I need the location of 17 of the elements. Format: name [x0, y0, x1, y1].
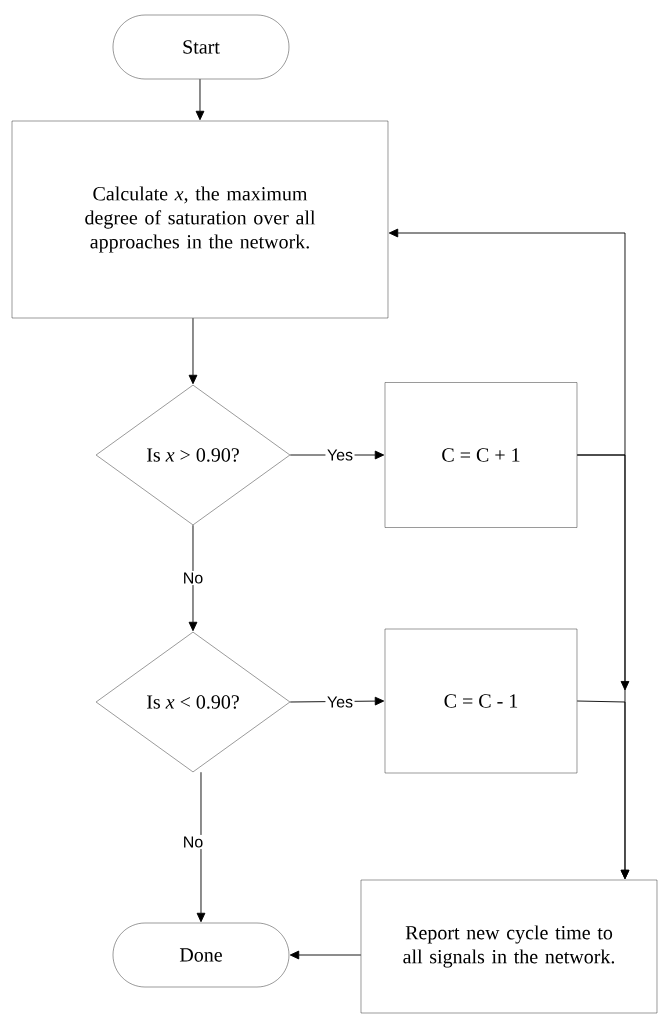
edge-label: No	[181, 570, 205, 586]
arrow	[388, 228, 626, 456]
process-box: Report new cycle time to all signals in the network.	[360, 879, 658, 1014]
arrow	[188, 524, 198, 632]
process-box: C = C + 1	[384, 382, 578, 528]
process-box: Calculate x, the maximum degree of saturation over all approaches in the network.	[11, 120, 389, 319]
terminal-box: Done	[112, 922, 290, 988]
edge-label: No	[181, 834, 205, 850]
edge-label: Yes	[325, 694, 355, 710]
arrow	[576, 700, 630, 880]
arrow	[188, 317, 198, 385]
arrow	[195, 78, 205, 121]
terminal-box: Start	[112, 14, 290, 80]
arrow	[196, 771, 206, 923]
process-box: C = C - 1	[384, 628, 578, 774]
edge-label: Yes	[325, 447, 355, 463]
arrow	[289, 950, 362, 960]
